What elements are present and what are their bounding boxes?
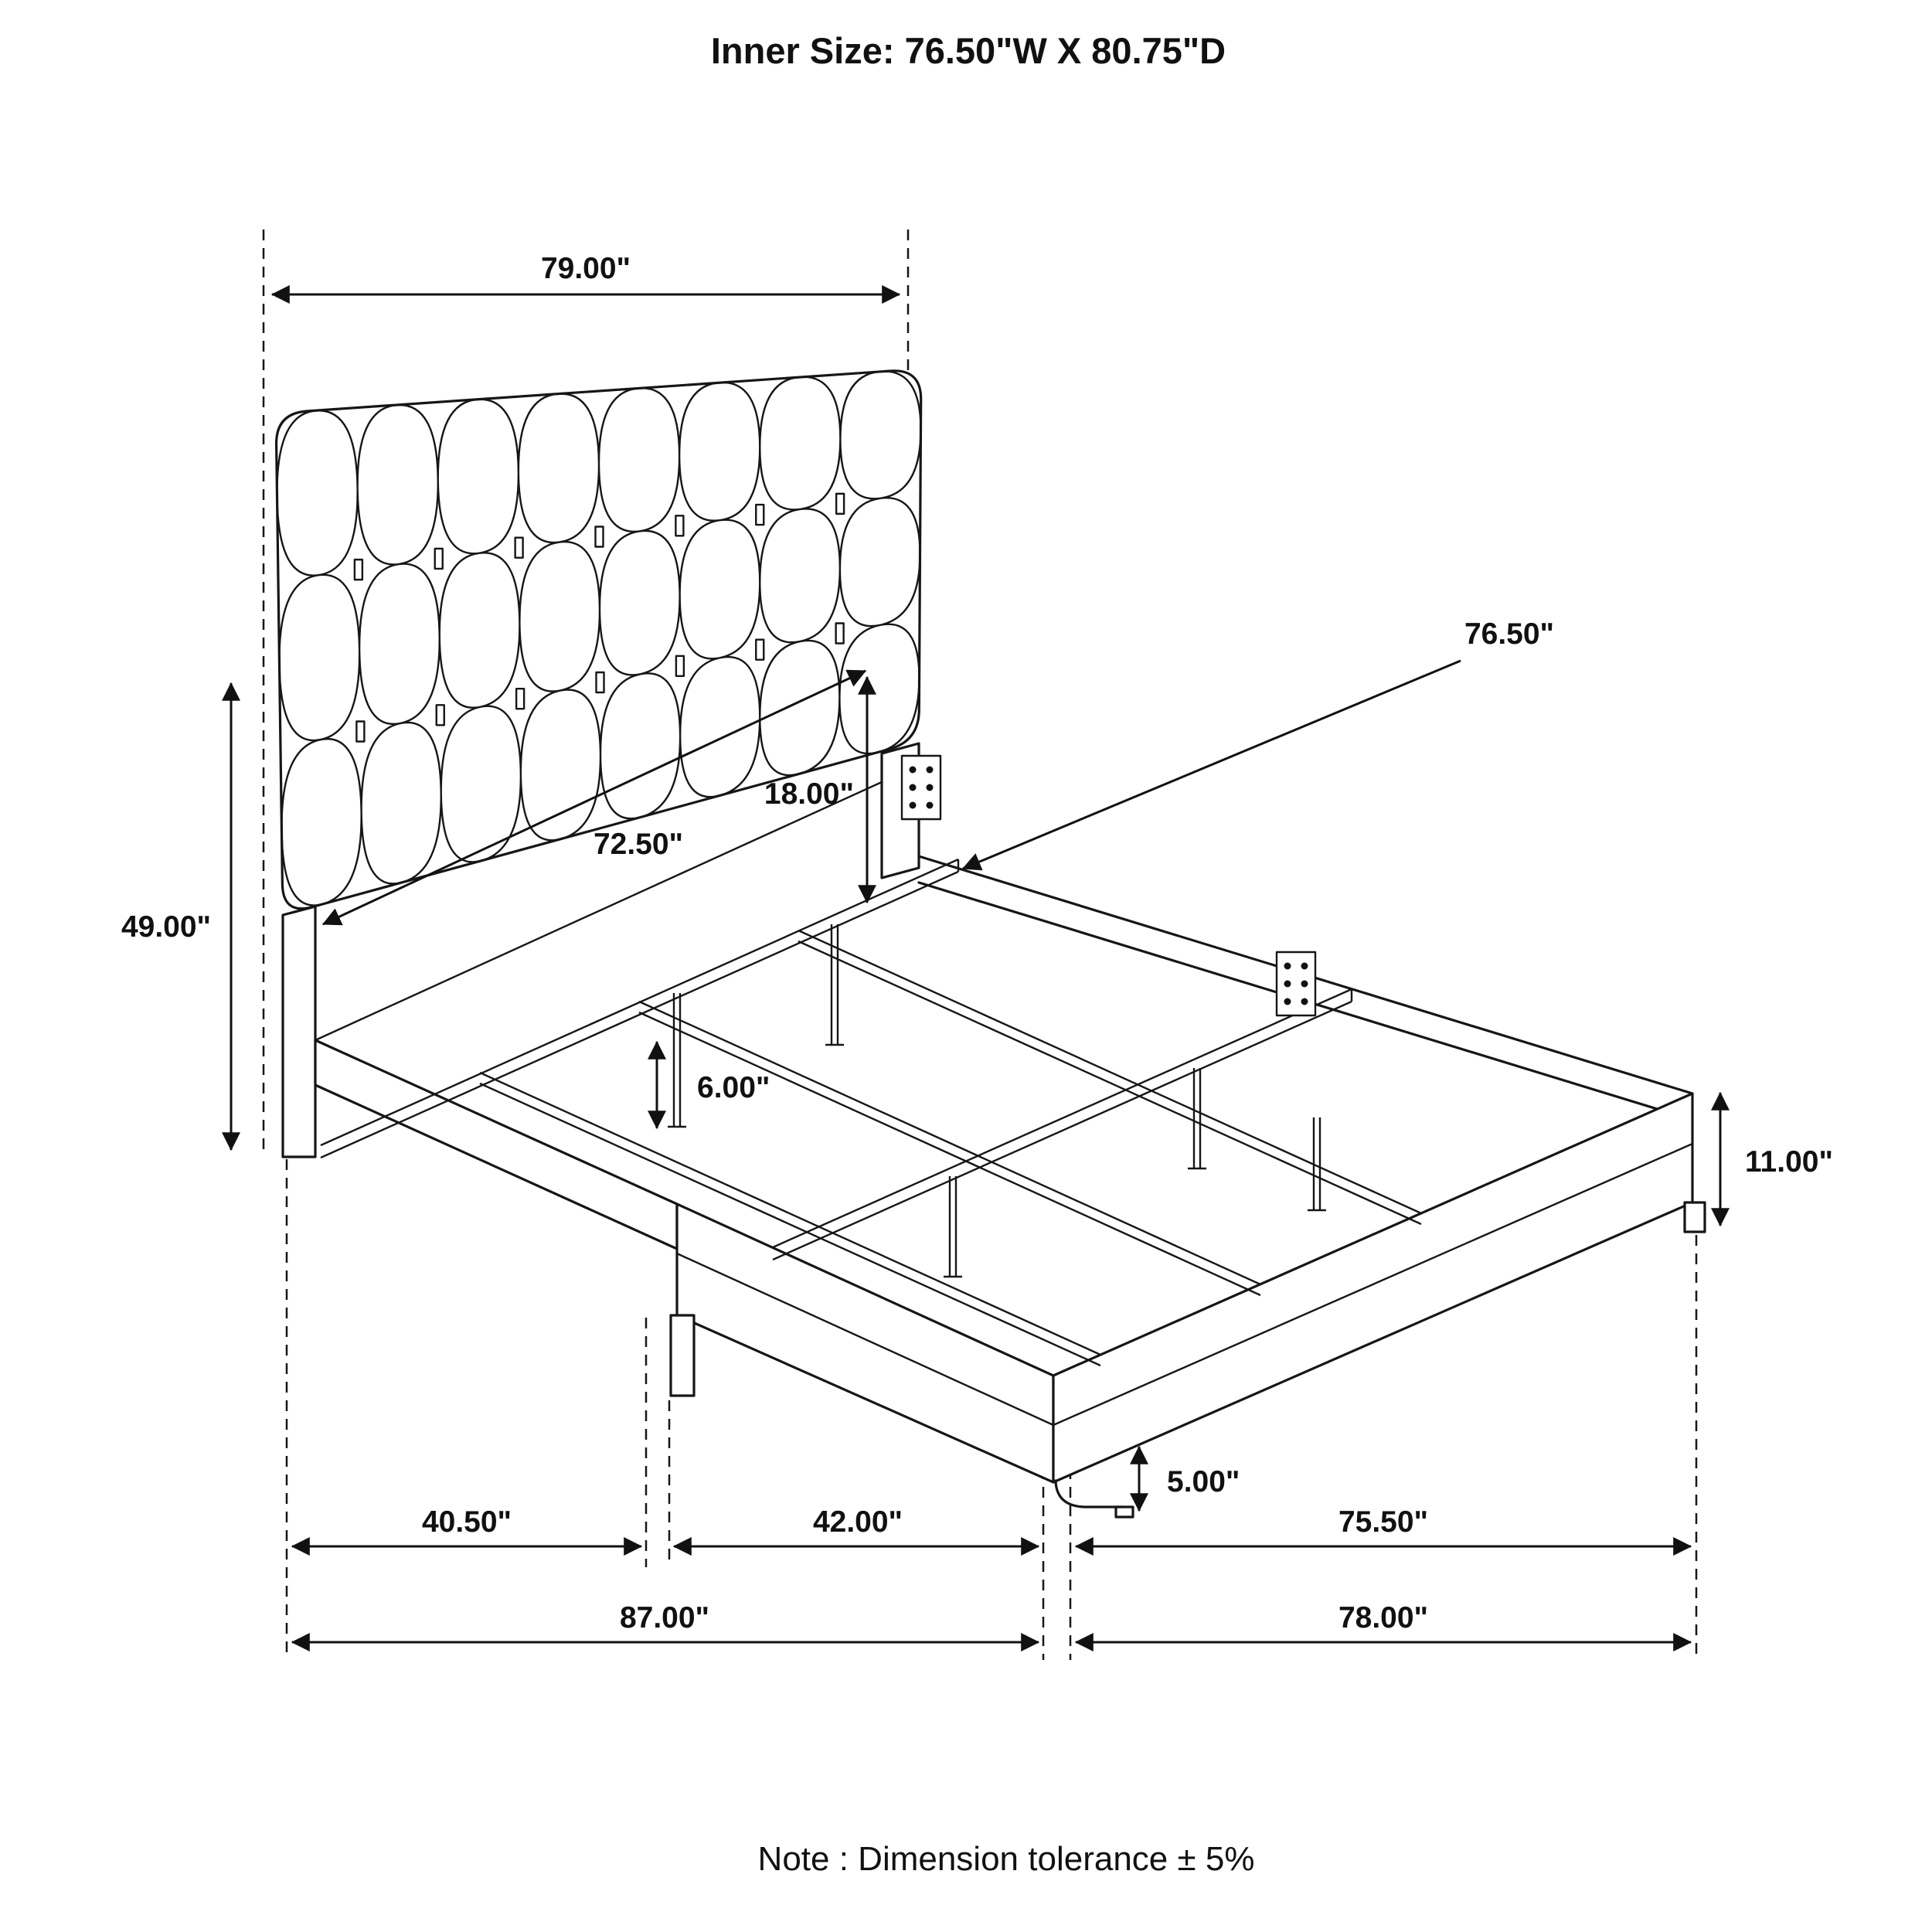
dim-length-foot-section: 78.00": [1074, 1601, 1692, 1651]
curved-metal-foot: [1054, 1479, 1124, 1509]
page-title: Inner Size: 76.50"W X 80.75"D: [711, 30, 1226, 71]
bed-frame: [281, 742, 1706, 1519]
dim-rail-height: 11.00": [1711, 1091, 1833, 1227]
slat-system: [320, 754, 1422, 1367]
dim-foot-section-width: 75.50": [1074, 1505, 1692, 1556]
lengthwise-rail-1: [479, 1071, 1101, 1367]
foot-rail-box: [1052, 1092, 1694, 1484]
dim-length-head-section: 87.00": [291, 1601, 1040, 1651]
tolerance-note: Note : Dimension tolerance ± 5%: [758, 1840, 1255, 1878]
dim-label-foot-section-width: 75.50": [1338, 1505, 1428, 1539]
dim-label-headboard-width: 79.00": [541, 252, 631, 285]
dim-label-head-section-b: 42.00": [813, 1505, 903, 1539]
dim-head-section-b: 42.00": [672, 1505, 1040, 1556]
middle-leg: [669, 1314, 696, 1397]
dim-label-length-foot-section: 78.00": [1338, 1601, 1428, 1634]
near-storage-box: [675, 1202, 1055, 1484]
rail-bracket-head: [900, 754, 942, 821]
dim-panel-width: 72.50": [321, 669, 867, 926]
near-box-seam: [676, 1252, 1054, 1427]
near-side-rail: [314, 1039, 679, 1250]
dim-label-rail-height: 11.00": [1745, 1145, 1833, 1179]
dim-front-leg-height: 5.00": [1130, 1445, 1240, 1512]
extension-lines: [262, 230, 1698, 1660]
dim-headboard-width: 79.00": [270, 252, 901, 304]
dim-label-panel-drop: 18.00": [764, 777, 854, 811]
dim-center-leg-height: 6.00": [648, 1040, 770, 1130]
support-legs: [668, 924, 1326, 1278]
dim-label-head-section-a: 40.50": [422, 1505, 512, 1539]
dim-label-center-leg-height: 6.00": [697, 1071, 770, 1104]
dim-label-headboard-height: 49.00": [121, 910, 211, 944]
curved-foot-pad: [1114, 1505, 1134, 1519]
dim-panel-drop: 18.00": [764, 675, 876, 904]
dim-label-length-head-section: 87.00": [620, 1601, 709, 1634]
foot-right-leg: [1683, 1201, 1706, 1233]
mid-cross-slat: [772, 988, 1353, 1261]
lengthwise-rail-2: [638, 1000, 1261, 1297]
rail-bracket-mid: [1275, 951, 1317, 1017]
dim-headboard-height: 49.00": [121, 682, 240, 1151]
lengthwise-rail-3: [798, 929, 1422, 1226]
left-headboard-post: [281, 905, 317, 1158]
dim-label-front-leg-height: 5.00": [1167, 1465, 1240, 1498]
foot-box-seam: [1053, 1142, 1693, 1427]
dim-label-slat-length: 76.50": [1464, 617, 1554, 651]
dim-label-panel-width: 72.50": [594, 828, 683, 861]
dim-slat-length: 76.50": [961, 617, 1554, 871]
dim-head-section-a: 40.50": [291, 1505, 643, 1556]
